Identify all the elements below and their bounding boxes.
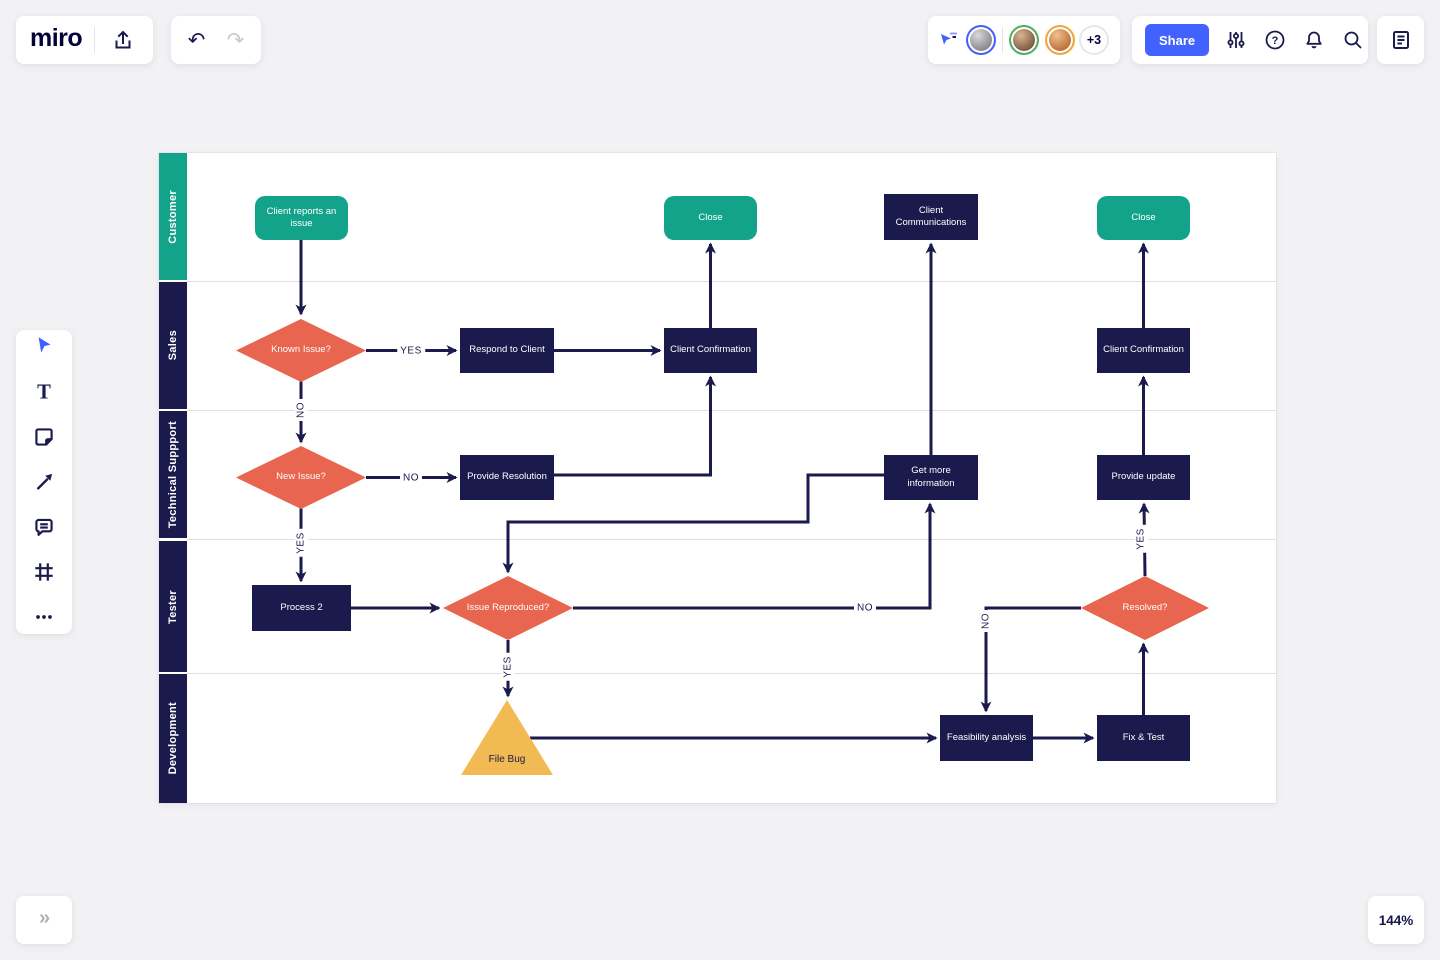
help-icon: ? bbox=[1263, 28, 1287, 52]
edge-label-yes: YES bbox=[1134, 525, 1148, 553]
board-frame[interactable]: Customer Sales Technical Suppport Tester… bbox=[159, 153, 1276, 803]
creation-toolbar: T bbox=[16, 330, 72, 634]
bell-icon bbox=[1302, 28, 1326, 52]
avatar[interactable] bbox=[966, 25, 996, 55]
node-fix-and-test[interactable]: Fix & Test bbox=[1097, 715, 1190, 761]
divider bbox=[1002, 27, 1003, 53]
node-client-confirmation-right[interactable]: Client Confirmation bbox=[1097, 328, 1190, 373]
text-tool-icon: T bbox=[31, 379, 57, 405]
lane-label-tester[interactable]: Tester bbox=[159, 541, 187, 672]
avatar[interactable] bbox=[1009, 25, 1039, 55]
lane-label-customer[interactable]: Customer bbox=[159, 153, 187, 280]
expand-toolbar-button[interactable]: » bbox=[16, 896, 72, 944]
search-button[interactable] bbox=[1341, 24, 1365, 56]
history-card: ↶ ↷ bbox=[171, 16, 261, 64]
notes-card bbox=[1377, 16, 1424, 64]
lane-label-sales[interactable]: Sales bbox=[159, 282, 187, 409]
node-close-top[interactable]: Close bbox=[664, 196, 757, 240]
lane-label-technical-support[interactable]: Technical Suppport bbox=[159, 411, 187, 538]
chevrons-right-icon: » bbox=[38, 907, 50, 929]
arrow-tool-button[interactable] bbox=[28, 466, 60, 498]
node-close-right[interactable]: Close bbox=[1097, 196, 1190, 240]
actions-card: Share ? bbox=[1132, 16, 1368, 64]
svg-text:?: ? bbox=[1272, 35, 1279, 47]
node-client-communications[interactable]: Client Communications bbox=[884, 194, 978, 240]
more-icon bbox=[31, 604, 57, 630]
undo-icon: ↶ bbox=[187, 28, 206, 52]
lane-divider bbox=[187, 410, 1276, 411]
redo-icon: ↷ bbox=[226, 28, 245, 52]
app-header-card: miro bbox=[16, 16, 154, 64]
share-button[interactable]: Share bbox=[1145, 24, 1210, 56]
svg-text:T: T bbox=[37, 382, 51, 404]
edge-label-no: NO bbox=[294, 399, 308, 421]
node-provide-resolution[interactable]: Provide Resolution bbox=[460, 455, 554, 500]
node-process-2[interactable]: Process 2 bbox=[252, 585, 351, 631]
edge-label-no: NO bbox=[400, 471, 422, 485]
comment-icon bbox=[31, 514, 57, 540]
export-icon bbox=[111, 28, 135, 52]
notes-button[interactable] bbox=[1385, 24, 1417, 56]
select-tool-button[interactable] bbox=[28, 331, 60, 363]
miro-logo[interactable]: miro bbox=[30, 24, 83, 52]
edge-label-yes: YES bbox=[501, 653, 515, 681]
node-get-more-information[interactable]: Get more information bbox=[884, 455, 978, 500]
avatar[interactable] bbox=[1045, 25, 1075, 55]
edge-label-yes: YES bbox=[397, 344, 425, 358]
node-provide-update[interactable]: Provide update bbox=[1097, 455, 1190, 500]
comment-tool-button[interactable] bbox=[28, 511, 60, 543]
undo-button[interactable]: ↶ bbox=[181, 24, 213, 56]
divider bbox=[94, 27, 96, 53]
node-respond-to-client[interactable]: Respond to Client bbox=[460, 328, 554, 373]
help-button[interactable]: ? bbox=[1263, 24, 1287, 56]
sticky-note-tool-button[interactable] bbox=[28, 421, 60, 453]
select-cursor-icon bbox=[31, 334, 57, 360]
board-settings-button[interactable] bbox=[1224, 24, 1248, 56]
edge-label-yes: YES bbox=[294, 529, 308, 557]
lane-divider bbox=[187, 539, 1276, 540]
notifications-button[interactable] bbox=[1302, 24, 1326, 56]
arrow-tool-icon bbox=[31, 469, 57, 495]
follow-cursor-icon[interactable] bbox=[938, 29, 960, 51]
edge-label-no: NO bbox=[979, 610, 993, 632]
zoom-level-button[interactable]: 144% bbox=[1368, 896, 1424, 944]
sliders-icon bbox=[1224, 28, 1248, 52]
export-button[interactable] bbox=[107, 24, 139, 56]
text-tool-button[interactable]: T bbox=[28, 376, 60, 408]
edge-label-no: NO bbox=[854, 601, 876, 615]
sticky-note-icon bbox=[31, 424, 57, 450]
lane-divider bbox=[187, 673, 1276, 674]
zoom-level: 144% bbox=[1378, 912, 1414, 928]
node-client-confirmation-left[interactable]: Client Confirmation bbox=[664, 328, 757, 373]
connector-lines bbox=[295, 240, 1150, 744]
search-icon bbox=[1341, 28, 1365, 52]
redo-button[interactable]: ↷ bbox=[220, 24, 252, 56]
frame-tool-icon bbox=[31, 559, 57, 585]
lane-label-development[interactable]: Development bbox=[159, 674, 187, 803]
frame-tool-button[interactable] bbox=[28, 556, 60, 588]
more-tools-button[interactable] bbox=[28, 601, 60, 633]
lane-divider bbox=[187, 281, 1276, 282]
collaborators-card: +3 bbox=[928, 16, 1120, 64]
node-feasibility-analysis[interactable]: Feasibility analysis bbox=[940, 715, 1033, 761]
collaborators-overflow-badge[interactable]: +3 bbox=[1079, 25, 1109, 55]
notes-icon bbox=[1389, 28, 1413, 52]
node-client-reports-issue[interactable]: Client reports an issue bbox=[255, 196, 348, 240]
